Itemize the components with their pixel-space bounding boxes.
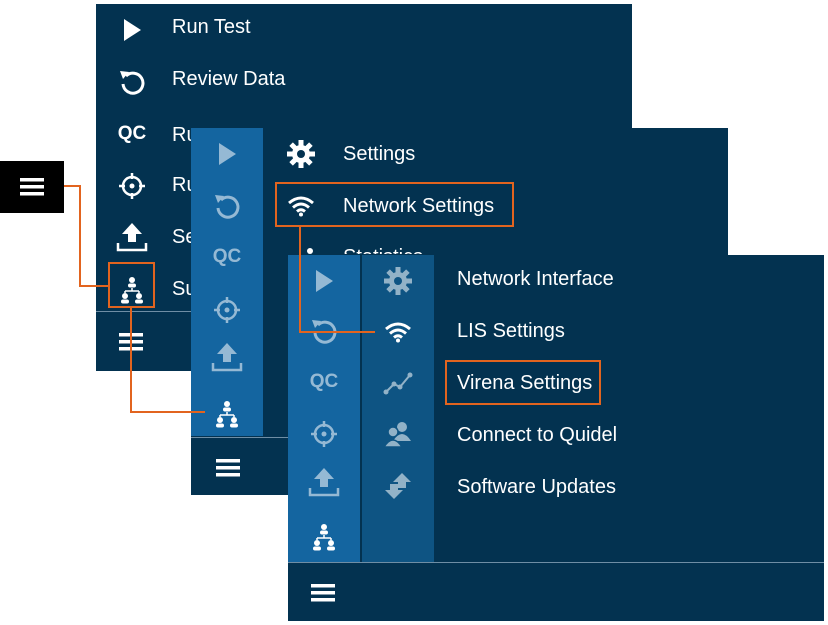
menu-item-label: Run Test	[172, 16, 251, 38]
hamburger-icon	[311, 584, 335, 602]
statistics-icon	[307, 248, 313, 254]
play-icon[interactable]	[306, 265, 342, 297]
review-icon[interactable]	[209, 190, 245, 222]
menu-item-label: Network Settings	[343, 195, 495, 217]
hamburger-icon	[0, 161, 64, 213]
network-settings-panel: QC Network Interface LIS Settings Virena…	[288, 255, 824, 621]
menu-item-label: Review Data	[172, 68, 286, 90]
menu-item-virena-settings[interactable]: Virena Settings	[434, 359, 824, 409]
icon-rail	[191, 128, 263, 436]
users-icon[interactable]	[378, 417, 418, 451]
highlight-network-settings	[275, 182, 514, 227]
hierarchy-icon[interactable]	[209, 396, 245, 432]
menu-item-label: Se	[172, 226, 197, 248]
gear-icon[interactable]	[378, 264, 418, 298]
menu-item-network-settings[interactable]: Network Settings	[263, 180, 728, 230]
menu-item-label: Connect to Quidel	[457, 424, 618, 446]
review-icon	[114, 66, 150, 98]
play-icon	[114, 14, 150, 46]
target-icon	[114, 168, 150, 204]
qc-icon[interactable]: QC	[309, 371, 339, 392]
target-icon[interactable]	[306, 416, 342, 452]
hamburger-icon	[216, 459, 240, 477]
highlight-supervisor-icon	[108, 262, 155, 308]
wifi-icon	[281, 190, 321, 222]
gear-icon	[281, 137, 321, 171]
qc-icon[interactable]: QC	[212, 246, 242, 267]
menu-item-send[interactable]: Se	[96, 212, 632, 262]
menu-item-connect-to-quidel[interactable]: Connect to Quidel	[434, 411, 824, 461]
hierarchy-icon	[114, 270, 150, 310]
menu-item-label: Software Updates	[457, 476, 616, 498]
divider	[288, 562, 824, 563]
upload-icon[interactable]	[209, 338, 245, 376]
menu-item-review-data[interactable]: Review Data	[96, 56, 632, 106]
qc-icon: QC	[117, 123, 147, 144]
play-icon[interactable]	[209, 138, 245, 170]
menu-item-label: Virena Settings	[457, 372, 593, 394]
menu-item-label: Statistics	[343, 246, 423, 254]
menu-item-label: Network Interface	[457, 268, 614, 290]
highlight-virena-settings	[445, 360, 601, 405]
menu-item-network-interface[interactable]: Network Interface	[434, 255, 824, 305]
menu-item-label: Su	[172, 278, 197, 300]
update-arrows-icon[interactable]	[378, 469, 418, 503]
menu-item-label: Settings	[343, 143, 416, 165]
menu-item-settings[interactable]: Settings	[263, 128, 728, 178]
settings-icon-rail	[362, 255, 434, 562]
menu-item-software-updates[interactable]: Software Updates	[434, 463, 824, 513]
hamburger-button[interactable]	[203, 448, 253, 488]
menu-item-statistics[interactable]: Statistics	[263, 232, 728, 254]
hierarchy-icon[interactable]	[306, 519, 342, 555]
hamburger-button[interactable]	[298, 573, 348, 613]
target-icon[interactable]	[209, 292, 245, 328]
review-icon[interactable]	[306, 315, 342, 347]
menu-item-lis-settings[interactable]: LIS Settings	[434, 307, 824, 357]
upload-icon[interactable]	[306, 463, 342, 501]
wifi-icon[interactable]	[378, 316, 418, 348]
menu-item-supervisor[interactable]: Su	[96, 264, 632, 314]
upload-icon	[114, 218, 150, 256]
menu-item-label: LIS Settings	[457, 320, 565, 342]
hamburger-menu-button[interactable]	[0, 161, 64, 213]
chart-line-icon[interactable]	[378, 367, 418, 399]
menu-item-run-test[interactable]: Run Test	[96, 4, 632, 54]
